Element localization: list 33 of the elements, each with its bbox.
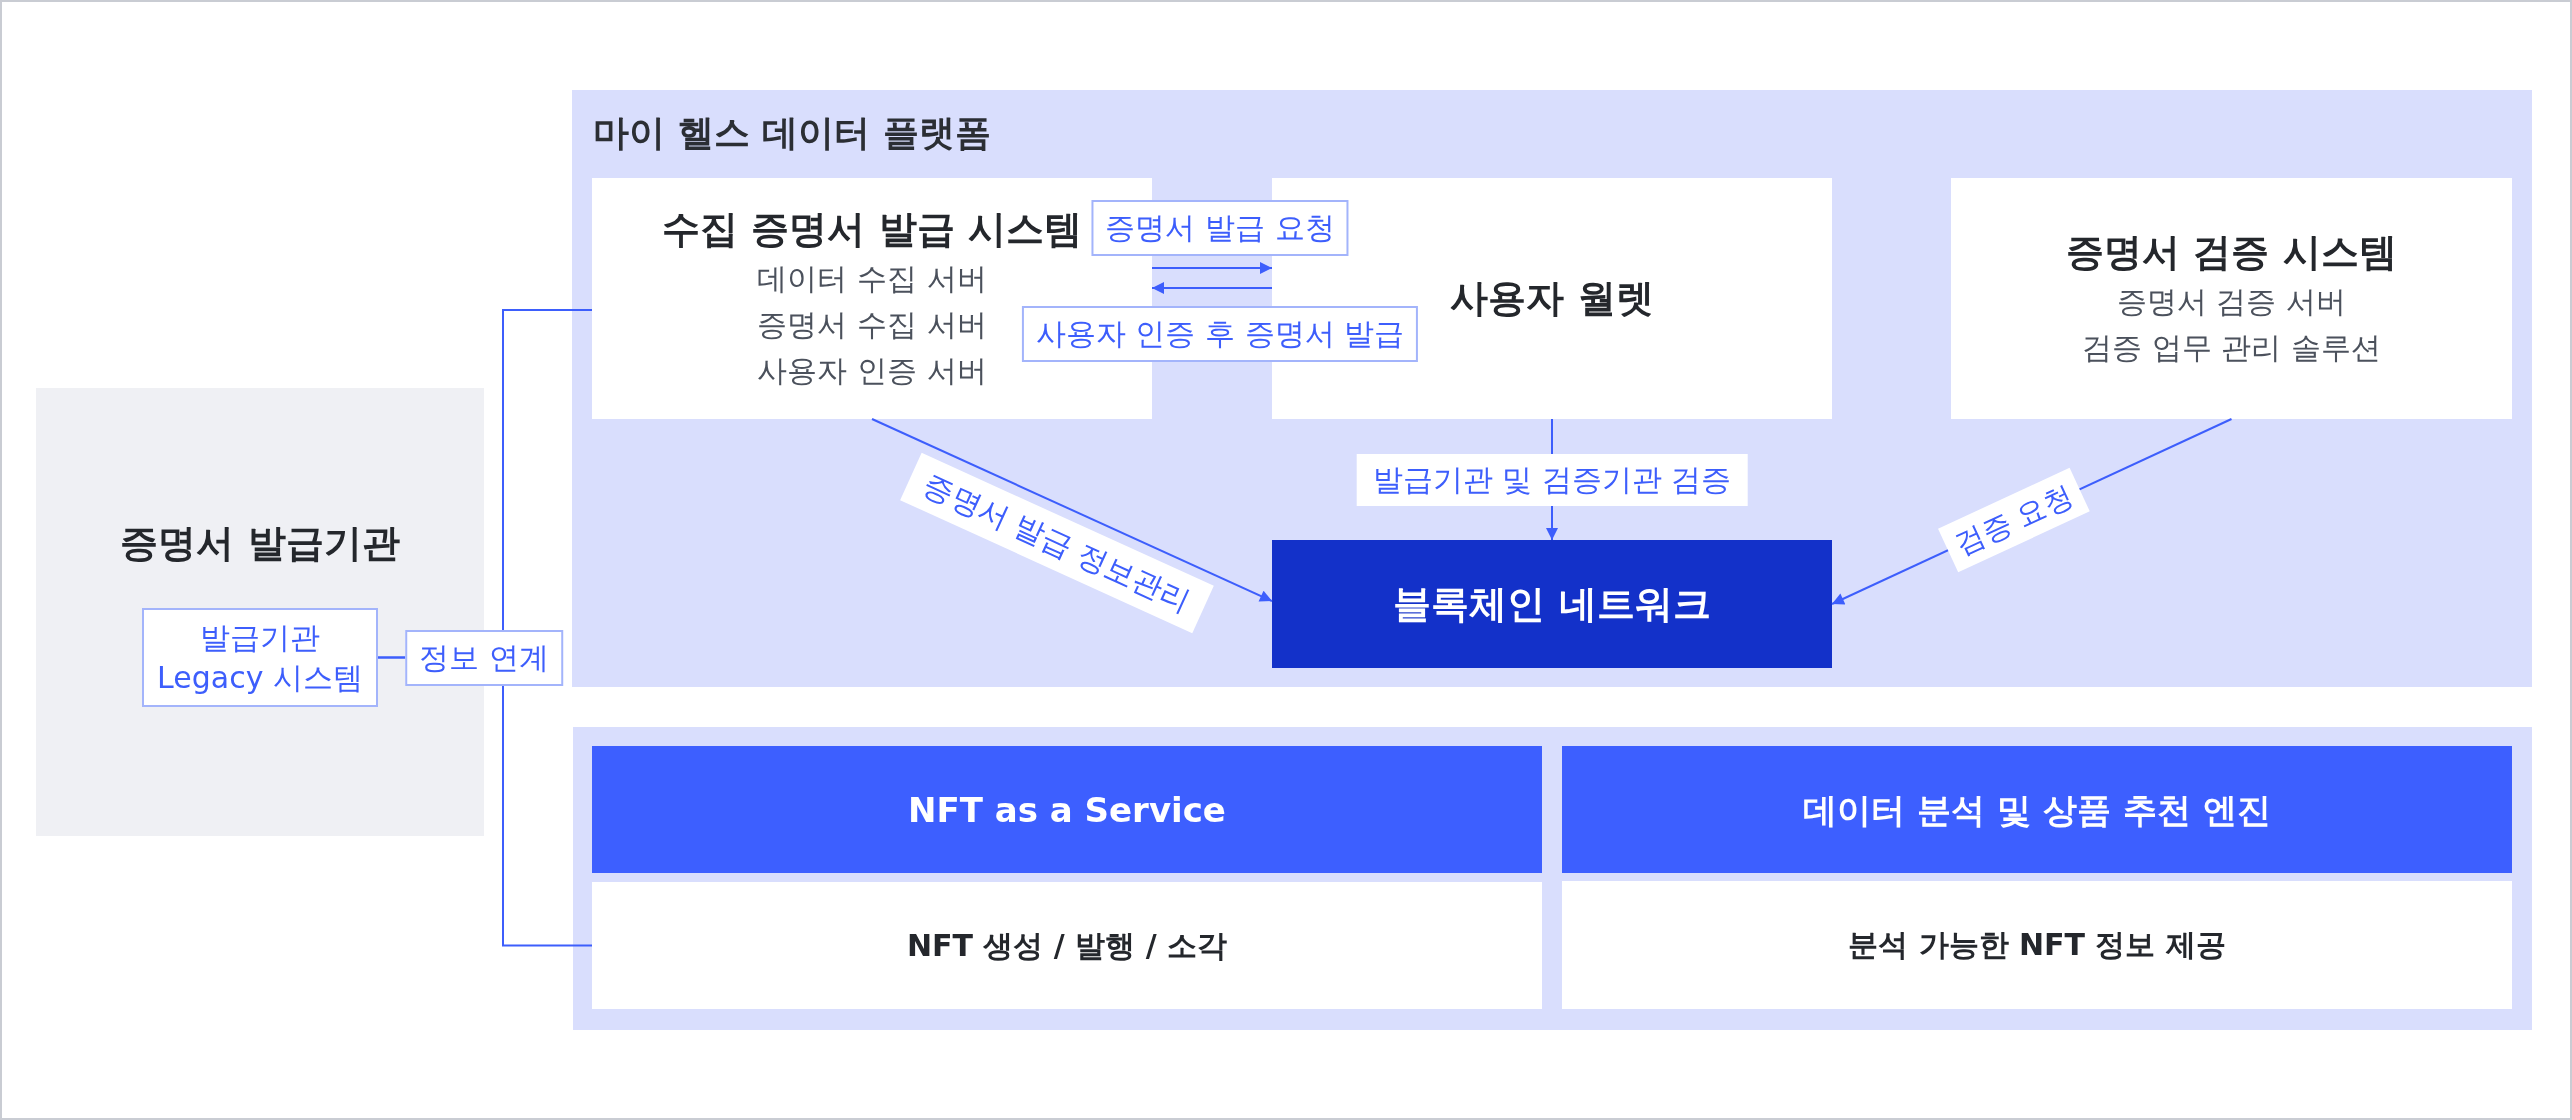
component-name: 데이터 수집 서버 — [757, 259, 987, 298]
system-box — [1951, 178, 2512, 419]
edge-label: 증명서 발급 요청 — [1091, 200, 1349, 256]
edge-label: 사용자 인증 후 증명서 발급 — [1021, 306, 1419, 362]
system-label: 발급기관 Legacy 시스템 — [156, 618, 364, 697]
service-box — [1562, 881, 2512, 1009]
box-title: 증명서 검증 시스템 — [2066, 228, 2397, 276]
system-box — [142, 608, 378, 707]
service-header — [1562, 746, 2512, 873]
box-title: 사용자 월렛 — [1450, 274, 1654, 322]
service-title: NFT as a Service — [908, 788, 1226, 832]
box-title: 수집 증명서 발급 시스템 — [662, 205, 1082, 253]
arrow — [1151, 262, 1273, 274]
component-name: 검증 업무 관리 솔루션 — [2082, 328, 2381, 367]
panel-title: 마이 헬스 데이터 플랫폼 — [593, 111, 991, 155]
box-title: 블록체인 네트워크 — [1393, 581, 1711, 628]
arrow — [871, 418, 1273, 603]
service-description: NFT 생성 / 발행 / 소각 — [906, 926, 1228, 965]
service-header — [592, 746, 1542, 873]
service-description: 분석 가능한 NFT 정보 제공 — [1848, 926, 2226, 964]
network-box — [1272, 540, 1832, 668]
edge-label: 정보 연계 — [405, 630, 563, 686]
box-title: 증명서 발급기관 — [120, 520, 400, 567]
component-name: 사용자 인증 서버 — [757, 351, 987, 390]
component-name: 증명서 검증 서버 — [2116, 282, 2347, 321]
organization-box — [36, 388, 484, 836]
service-title: 데이터 분석 및 상품 추천 엔진 — [1803, 788, 2271, 832]
service-panel — [573, 727, 2532, 1030]
service-box — [592, 882, 1542, 1009]
edge-label: 발급기관 및 검증기관 검증 — [1356, 453, 1748, 506]
arrow — [1151, 282, 1273, 294]
platform-panel — [572, 90, 2532, 687]
component-name: 증명서 수집 서버 — [757, 305, 987, 344]
